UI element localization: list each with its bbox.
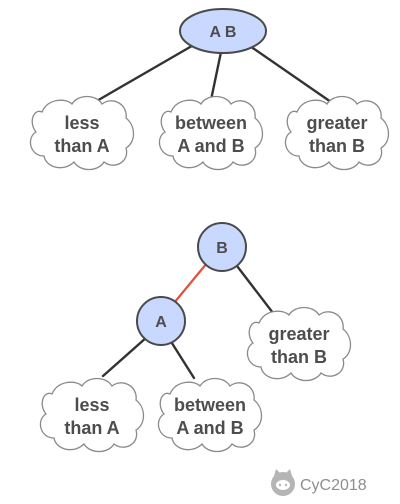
bottom-leaf-greater-line2: than B <box>271 347 327 367</box>
edge-root-to-greater <box>245 42 333 104</box>
top-leaf-less-line2: than A <box>54 136 109 156</box>
edge-root-to-between <box>209 50 223 102</box>
edge-b-to-greater <box>235 264 275 315</box>
bottom-root-node <box>197 222 247 272</box>
top-leaf-greater: greater than B <box>284 95 390 171</box>
edge-b-to-a <box>172 261 209 305</box>
cloud-shape <box>29 95 135 171</box>
edge-a-to-less <box>101 335 149 378</box>
watermark-text: CyC2018 <box>300 477 367 494</box>
top-leaf-greater-line1: greater <box>306 113 367 133</box>
watermark: CyC2018 <box>271 469 367 496</box>
cloud-shape <box>39 377 145 453</box>
bottom-leaf-greater-line1: greater <box>268 324 329 344</box>
top-leaf-between-line1: between <box>175 113 247 133</box>
cloud-shape <box>284 95 390 171</box>
bottom-leaf-less: less than A <box>39 377 145 453</box>
top-root-label: A B <box>210 24 237 41</box>
cloud-shape <box>158 95 264 171</box>
github-octocat-icon <box>271 469 295 496</box>
bottom-leaf-less-line1: less <box>74 395 109 415</box>
bottom-leaf-less-line2: than A <box>64 418 119 438</box>
top-leaf-greater-line2: than B <box>309 136 365 156</box>
edge-a-to-between <box>168 338 196 380</box>
bottom-leaf-greater: greater than B <box>246 306 352 382</box>
top-leaf-between: between A and B <box>158 95 264 171</box>
bottom-inner-label: A <box>155 314 167 331</box>
top-tree: A B less than A between A and B greater … <box>29 8 390 171</box>
cloud-shape <box>246 306 352 382</box>
bottom-tree: B A greater than B less than A between A… <box>39 222 352 453</box>
edge-root-to-less <box>93 41 199 104</box>
bottom-inner-node <box>136 296 186 346</box>
bottom-root-label: B <box>216 240 228 257</box>
bottom-leaf-between: between A and B <box>157 377 263 453</box>
top-leaf-less-line1: less <box>64 113 99 133</box>
top-root-node <box>179 8 267 54</box>
bottom-leaf-between-line1: between <box>174 395 246 415</box>
top-leaf-less: less than A <box>29 95 135 171</box>
top-leaf-between-line2: A and B <box>177 136 244 156</box>
bottom-leaf-between-line2: A and B <box>176 418 243 438</box>
cloud-shape <box>157 377 263 453</box>
